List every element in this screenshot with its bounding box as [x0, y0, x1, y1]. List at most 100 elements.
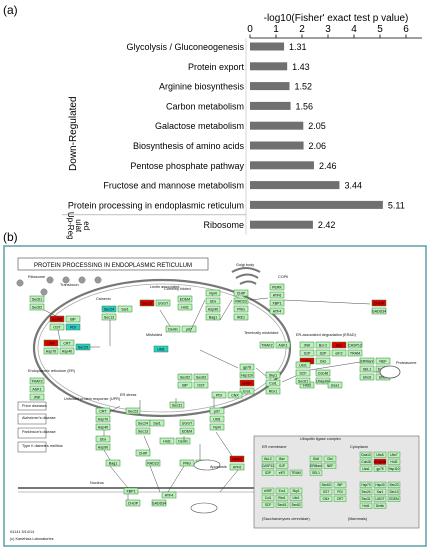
- gene-box: ATF6: [269, 291, 285, 299]
- map-label: Ribosome: [28, 275, 45, 279]
- gene-box-label: SCF: [299, 371, 307, 375]
- gene-box-rect: [177, 295, 193, 303]
- gene-box-label: CRT: [63, 341, 71, 345]
- gene-box-rect: [299, 341, 315, 349]
- inset-gene-box-label: Hrd3: [391, 460, 398, 464]
- gene-box: sHSF: [239, 379, 255, 387]
- gene-box-rect: [29, 393, 45, 401]
- pathway-edges: [43, 297, 382, 500]
- gene-box-label: IRE1: [237, 315, 245, 319]
- gene-box: ASK1: [29, 385, 45, 393]
- gene-box-label: ERManI: [361, 359, 374, 363]
- gene-box-rect: [331, 341, 347, 349]
- map-label: Endoplasmic reticulum (ER): [28, 369, 76, 373]
- inset-gene-box: Sec24: [359, 488, 373, 495]
- gene-box-label: PERK: [232, 457, 242, 461]
- gene-box-label: Derlin: [168, 327, 177, 331]
- gene-box-label: CHOP: [128, 501, 139, 505]
- category-label: Protein export: [188, 62, 245, 72]
- gene-box-label: Ubx: [100, 437, 107, 441]
- gene-box-label: CHIP: [237, 291, 246, 295]
- gene-box-label: BiP: [182, 383, 188, 387]
- value-label: 3.44: [344, 181, 362, 191]
- gene-box: Sec61: [29, 295, 45, 303]
- pathway-edge: [283, 299, 371, 305]
- gene-box-label: Hsp70: [98, 417, 108, 421]
- gene-box: gp78: [239, 363, 255, 371]
- pathway-edge: [57, 329, 61, 341]
- gene-box: Npl4: [205, 289, 221, 297]
- gene-box-rect: [193, 381, 209, 389]
- gene-box-label: OST: [53, 325, 61, 329]
- gene-box: UGGT: [155, 299, 171, 307]
- gene-box: PDI: [65, 323, 81, 331]
- group-label-part: ulat: [74, 219, 83, 233]
- inset-gene-box-rect: [275, 501, 289, 508]
- x-tick-label: 6: [403, 24, 409, 35]
- inset-gene-box: Sec31: [359, 495, 373, 502]
- map-label: 04141 5/14/14: [10, 530, 34, 534]
- map-label: Cytoplasm: [350, 445, 368, 449]
- gene-box-label: Ero1: [243, 389, 251, 393]
- group-dividers: [62, 38, 247, 235]
- pathway-edge: [281, 375, 297, 383]
- gene-box-rect: [29, 377, 45, 385]
- inset-gene-box-label: Sec63: [321, 483, 330, 487]
- gene-box-rect: [239, 371, 255, 379]
- gene-box-label: S2P: [320, 351, 327, 355]
- gene-box-label: RAD23: [147, 461, 159, 465]
- inset-gene-box-rect: [309, 469, 323, 476]
- pathway-edge: [249, 297, 269, 301]
- gene-box-label: Sec24: [104, 307, 114, 311]
- gene-box-label: CNX: [231, 393, 239, 397]
- gene-box-rect: [359, 357, 375, 365]
- gene-box-rect: [59, 339, 75, 347]
- map-label: Proteasome: [396, 361, 416, 365]
- gene-box-label: ATF4: [273, 309, 282, 313]
- gene-box-rect: [371, 299, 387, 307]
- inset-gene-box-label: Sec24: [361, 490, 370, 494]
- gene-box-label: Sec13: [104, 315, 114, 319]
- gene-box-label: Sec31: [172, 403, 182, 407]
- gene-box-rect: [95, 415, 111, 423]
- gene-box: Sec62: [177, 373, 193, 381]
- gene-box: SCF: [295, 369, 311, 377]
- gene-box-label: JNK: [304, 343, 311, 347]
- inset-gene-box: GlcI: [323, 455, 337, 462]
- gene-box-label: Sec61: [32, 297, 42, 301]
- gene-box-rect: [155, 299, 171, 307]
- gene-box-label: Npl4: [209, 291, 216, 295]
- gene-box: Cdc48: [315, 369, 331, 377]
- gene-box-label: TRAF2: [261, 343, 272, 347]
- pathway-edge: [199, 349, 239, 369]
- inset-gene-box-rect: [309, 455, 323, 462]
- gene-box-label: ATF6: [233, 465, 242, 469]
- gene-box-label: GlcII: [303, 359, 310, 363]
- gene-box: SEL1: [359, 365, 375, 373]
- pathway-edge: [215, 431, 233, 457]
- map-label: (c) Kanehisa Laboratories: [10, 537, 54, 541]
- apoptosis-oval-2: [190, 502, 218, 514]
- gene-box-label: Sec62: [180, 375, 190, 379]
- inset-gene-box-label: Sar1: [377, 490, 384, 494]
- gene-box-rect: [177, 373, 193, 381]
- gene-box-rect: [65, 323, 81, 331]
- inset-gene-box-label: gp78: [376, 467, 383, 471]
- gene-box: XBP1: [269, 299, 285, 307]
- inset-gene-box-rect: [359, 458, 373, 465]
- gene-box: Hrd1: [159, 437, 175, 445]
- inset-gene-box-rect: [261, 487, 275, 494]
- gene-box-label: p97: [214, 409, 220, 413]
- gene-box: Sec31: [139, 299, 155, 307]
- inset-gene-box-rect: [373, 502, 387, 509]
- gene-box-rect: [233, 313, 249, 321]
- inset-gene-box-rect: [319, 488, 333, 495]
- gene-box-rect: [375, 357, 391, 365]
- gene-box-label: PDI: [216, 393, 222, 397]
- inset-gene-box-label: Ubc6: [376, 453, 384, 457]
- gene-box-label: PNG: [237, 307, 245, 311]
- gene-box-rect: [205, 289, 221, 297]
